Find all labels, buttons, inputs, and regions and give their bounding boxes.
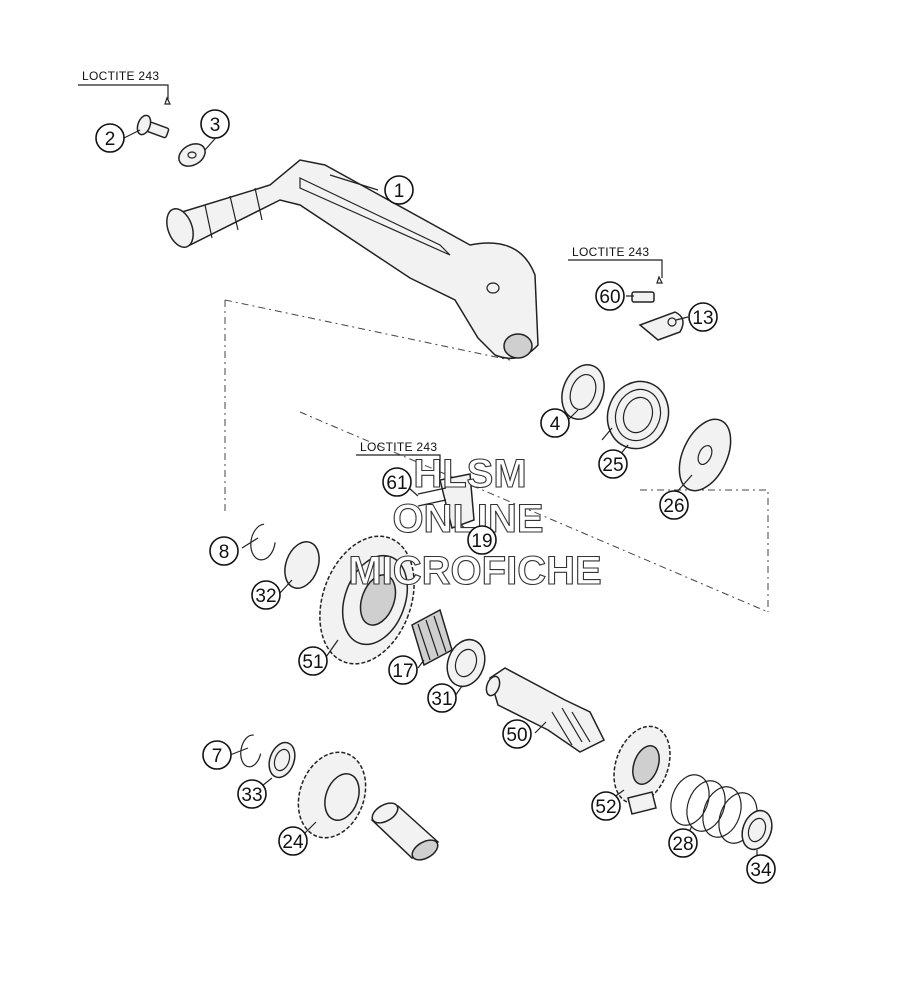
svg-text:25: 25 bbox=[602, 455, 623, 476]
part-circlip-8 bbox=[250, 523, 276, 561]
callout-1: 1 bbox=[384, 175, 414, 205]
part-bracket-13 bbox=[638, 311, 684, 341]
part-spring-28 bbox=[670, 774, 758, 844]
part-circlip-7 bbox=[240, 734, 262, 768]
svg-text:60: 60 bbox=[599, 287, 620, 308]
loctite-note-3: LOCTITE 243 bbox=[360, 440, 437, 454]
svg-text:7: 7 bbox=[212, 746, 223, 767]
watermark-line-3: MICROFICHE bbox=[348, 549, 601, 593]
callout-8: 8 bbox=[209, 536, 239, 566]
part-washer-34 bbox=[741, 809, 773, 851]
part-washer-32 bbox=[284, 541, 320, 589]
callout-60: 60 bbox=[595, 281, 625, 311]
part-kick-lever-1 bbox=[166, 159, 539, 360]
callout-13: 13 bbox=[688, 302, 718, 332]
part-screw-2 bbox=[136, 96, 171, 139]
svg-text:4: 4 bbox=[550, 414, 561, 435]
part-bolt-60 bbox=[631, 275, 663, 303]
svg-text:13: 13 bbox=[692, 308, 713, 329]
svg-text:28: 28 bbox=[672, 834, 693, 855]
svg-text:1: 1 bbox=[394, 181, 405, 202]
callout-51: 51 bbox=[298, 646, 328, 676]
svg-text:19: 19 bbox=[471, 531, 492, 552]
callout-25: 25 bbox=[598, 449, 628, 479]
part-spring-25 bbox=[601, 380, 670, 450]
callouts: 1 2 3 4 7 8 13 17 19 24 25 26 28 31 32 3… bbox=[95, 109, 776, 884]
svg-text:34: 34 bbox=[750, 860, 772, 881]
loctite-note-1: LOCTITE 243 bbox=[82, 69, 159, 83]
svg-text:52: 52 bbox=[595, 797, 616, 818]
svg-text:2: 2 bbox=[105, 129, 116, 150]
svg-text:24: 24 bbox=[282, 832, 304, 853]
assembly-axis-lines bbox=[224, 299, 769, 613]
svg-text:26: 26 bbox=[663, 496, 684, 517]
part-bearing-17 bbox=[411, 608, 453, 667]
part-ratchet-gear-52 bbox=[613, 725, 671, 815]
part-stop-19 bbox=[417, 473, 475, 529]
callout-33: 33 bbox=[237, 779, 267, 809]
svg-text:61: 61 bbox=[386, 473, 407, 494]
svg-text:31: 31 bbox=[431, 689, 452, 710]
part-gear-24 bbox=[297, 751, 367, 839]
svg-text:51: 51 bbox=[302, 652, 323, 673]
callout-32: 32 bbox=[251, 580, 281, 610]
svg-text:32: 32 bbox=[255, 586, 276, 607]
callout-28: 28 bbox=[668, 828, 698, 858]
callout-34: 34 bbox=[746, 854, 776, 884]
callout-50: 50 bbox=[502, 719, 532, 749]
svg-text:17: 17 bbox=[392, 661, 413, 682]
part-washer-33 bbox=[268, 741, 296, 779]
callout-7: 7 bbox=[202, 740, 232, 770]
callout-4: 4 bbox=[540, 408, 570, 438]
part-shaft-50 bbox=[485, 667, 606, 753]
svg-text:33: 33 bbox=[241, 785, 262, 806]
callout-26: 26 bbox=[659, 490, 689, 520]
loctite-note-2: LOCTITE 243 bbox=[572, 245, 649, 259]
callout-24: 24 bbox=[278, 826, 308, 856]
watermark: HLSM ONLINE MICROFICHE bbox=[348, 451, 602, 593]
part-washer-31 bbox=[446, 638, 486, 688]
callout-31: 31 bbox=[427, 683, 457, 713]
part-washer-3 bbox=[178, 143, 206, 167]
callout-3: 3 bbox=[200, 109, 230, 139]
part-sleeve bbox=[370, 802, 440, 861]
callout-61: 61 bbox=[382, 467, 412, 497]
part-gear-51 bbox=[319, 535, 415, 665]
callout-2: 2 bbox=[95, 123, 125, 153]
callout-17: 17 bbox=[388, 655, 418, 685]
watermark-line-1: HLSM bbox=[413, 452, 526, 496]
svg-text:50: 50 bbox=[506, 725, 527, 746]
svg-text:3: 3 bbox=[210, 115, 221, 136]
callout-52: 52 bbox=[591, 791, 621, 821]
part-washer-26 bbox=[678, 418, 732, 492]
svg-text:8: 8 bbox=[219, 542, 230, 563]
watermark-line-2: ONLINE bbox=[392, 497, 543, 541]
part-washer-4 bbox=[561, 364, 605, 420]
callout-19: 19 bbox=[467, 525, 497, 555]
